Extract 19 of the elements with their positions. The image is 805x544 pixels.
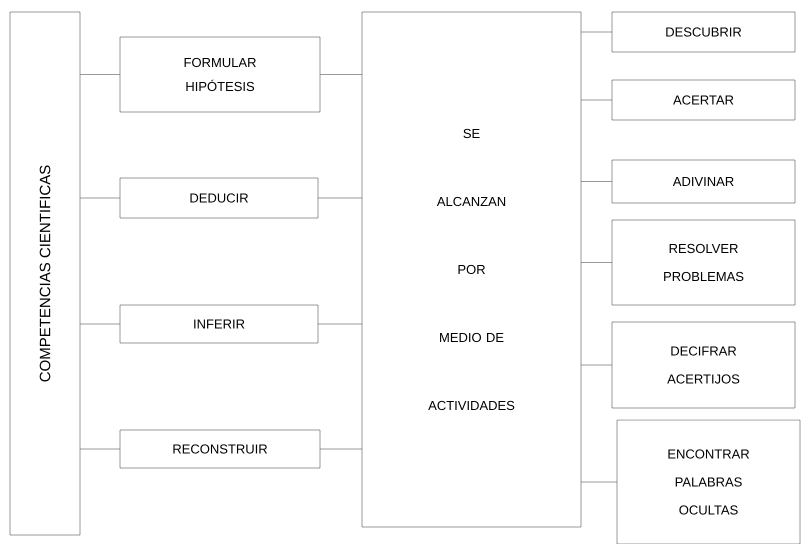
text-box: INFERIR: [120, 304, 318, 344]
text-box: RESOLVER PROBLEMAS: [612, 220, 796, 306]
text-box: DESCUBRIR: [612, 12, 796, 52]
text-box: ADIVINAR: [612, 160, 796, 204]
text-box: FORMULAR HIPÓTESIS: [120, 36, 320, 112]
connector-line: [320, 448, 362, 450]
connector-line: [581, 262, 612, 263]
text-box: DEDUCIR: [120, 178, 318, 218]
connector-line: [80, 74, 120, 75]
text-box: ENCONTRAR PALABRAS OCULTAS: [616, 420, 800, 544]
connector-line: [581, 181, 612, 182]
connector-line: [80, 448, 120, 450]
central-box: SE ALCANZAN POR MEDIO DE ACTIVIDADES: [362, 12, 582, 528]
vertical-title-box: COMPETENCIAS CIENTIFICAS: [10, 12, 80, 536]
text-box: ACERTAR: [612, 80, 796, 120]
connector-line: [320, 74, 362, 75]
connector-line: [581, 364, 612, 366]
text-box: DECIFRAR ACERTIJOS: [612, 322, 796, 408]
text-box: RECONSTRUIR: [120, 430, 320, 468]
